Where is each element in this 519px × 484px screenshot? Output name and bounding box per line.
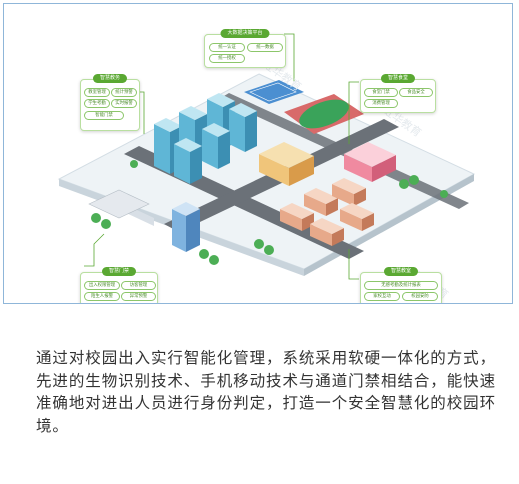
panel-decision-platform: 大数据决策平台 统一认证 统一数据 统一授权 — [204, 29, 286, 68]
panel-smart-academic: 智慧教务 教室管理 统计预警 学生考勤 实时报警 智能门禁 — [80, 74, 140, 131]
panel-item: 食堂门禁 — [364, 88, 398, 97]
panel-item: 实时报警 — [111, 99, 137, 108]
sports-field — [299, 99, 349, 129]
panel-item: 教室管理 — [84, 88, 110, 97]
panel-item: 统一数据 — [247, 43, 283, 52]
panel-title: 智慧教室 — [383, 267, 419, 276]
panel-item: 食品安全 — [399, 88, 433, 97]
panel-item: 无感考勤及统计报表 — [364, 281, 438, 290]
panel-item: 统一授权 — [209, 54, 245, 63]
panel-item: 智能门禁 — [84, 111, 124, 120]
panel-smart-canteen: 智慧食堂 食堂门禁 食品安全 消费管理 — [360, 74, 436, 113]
basketball-court — [249, 82, 297, 102]
panel-item: 校园安防 — [402, 292, 438, 301]
panel-smart-access: 智慧门禁 出入权限管理 访客管理 陌生人报警 异常预警 — [80, 267, 158, 303]
panel-smart-classroom: 智慧教室 无感考勤及统计报表 家校互动 校园安防 — [360, 267, 442, 303]
panel-item: 陌生人报警 — [84, 292, 120, 301]
trees — [91, 160, 448, 265]
illustration-frame: 虹华教育 虹华教育 虹华教育 大数据决策平台 统一认证 统一数据 统一授权 智慧… — [3, 3, 513, 304]
panel-item: 统计预警 — [111, 88, 137, 97]
panel-title: 智慧食堂 — [380, 74, 416, 83]
description-text: 通过对校园出入实行智能化管理，系统采用软硬一体化的方式，先进的生物识别技术、手机… — [36, 349, 496, 435]
basketball-court — [244, 80, 304, 104]
panel-item: 学生考勤 — [84, 99, 110, 108]
canteen-building — [344, 142, 396, 182]
admin-building — [259, 142, 314, 186]
campus-scene: 虹华教育 虹华教育 虹华教育 — [57, 33, 476, 302]
panel-item: 异常预警 — [121, 292, 156, 301]
panel-title: 智慧教务 — [92, 74, 128, 83]
dormitory-buildings — [280, 178, 374, 246]
campus-gate — [124, 202, 200, 252]
panel-title: 大数据决策平台 — [220, 29, 270, 38]
panel-item: 出入权限管理 — [84, 281, 120, 290]
teaching-buildings — [154, 93, 257, 184]
parking-lot — [88, 189, 150, 219]
panel-item: 家校互动 — [364, 292, 400, 301]
panel-item: 统一认证 — [209, 43, 245, 52]
panel-item: 消费管理 — [364, 99, 398, 108]
panel-title: 智慧门禁 — [101, 267, 137, 276]
panel-item: 访客管理 — [121, 281, 156, 290]
